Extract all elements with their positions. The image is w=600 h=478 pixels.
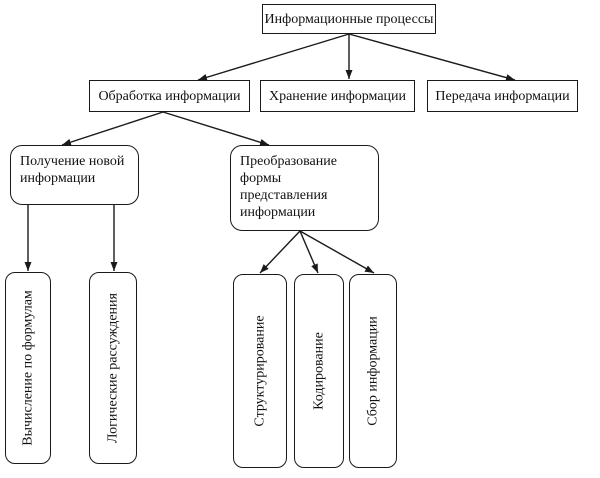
node-transfer-label: Передача информации	[435, 88, 570, 104]
node-storage: Хранение информации	[260, 80, 415, 112]
leaf-information-collection: Сбор информации	[349, 274, 397, 468]
leaf-formula-calculation: Вычисление по формулам	[5, 272, 51, 464]
node-transform-representation: Преобразование формы представления инфор…	[230, 145, 379, 231]
leaf-logical-reasoning-label: Логические рассуждения	[105, 293, 121, 443]
node-information-processes-label: Информационные процессы	[264, 11, 434, 27]
node-processing-label: Обработка информации	[98, 88, 241, 104]
leaf-logical-reasoning: Логические рассуждения	[89, 272, 137, 464]
leaf-coding-label: Кодирование	[311, 332, 327, 410]
leaf-formula-calculation-label: Вычисление по формулам	[20, 290, 36, 446]
node-obtaining-new-information-label: Получение новой информации	[20, 154, 125, 186]
node-storage-label: Хранение информации	[268, 88, 407, 104]
node-transform-representation-label: Преобразование формы представления инфор…	[240, 154, 337, 220]
arrow-processing-to-transform	[162, 111, 270, 146]
leaf-information-collection-label: Сбор информации	[365, 316, 381, 426]
arrow-transform-to-coding	[299, 230, 319, 274]
leaf-structuring-label: Структурирование	[252, 315, 268, 427]
arrow-processing-to-obtaining	[61, 111, 164, 146]
leaf-coding: Кодирование	[294, 274, 344, 468]
arrow-transform-to-collection	[299, 230, 375, 274]
node-transfer: Передача информации	[427, 80, 578, 112]
node-obtaining-new-information: Получение новой информации	[10, 145, 139, 205]
node-information-processes: Информационные процессы	[262, 4, 436, 34]
arrow-transform-to-structuring	[259, 230, 301, 274]
leaf-structuring: Структурирование	[233, 274, 287, 468]
arrow-root-to-transfer	[348, 33, 516, 81]
node-processing: Обработка информации	[89, 80, 250, 112]
arrow-root-to-processing	[197, 33, 350, 81]
